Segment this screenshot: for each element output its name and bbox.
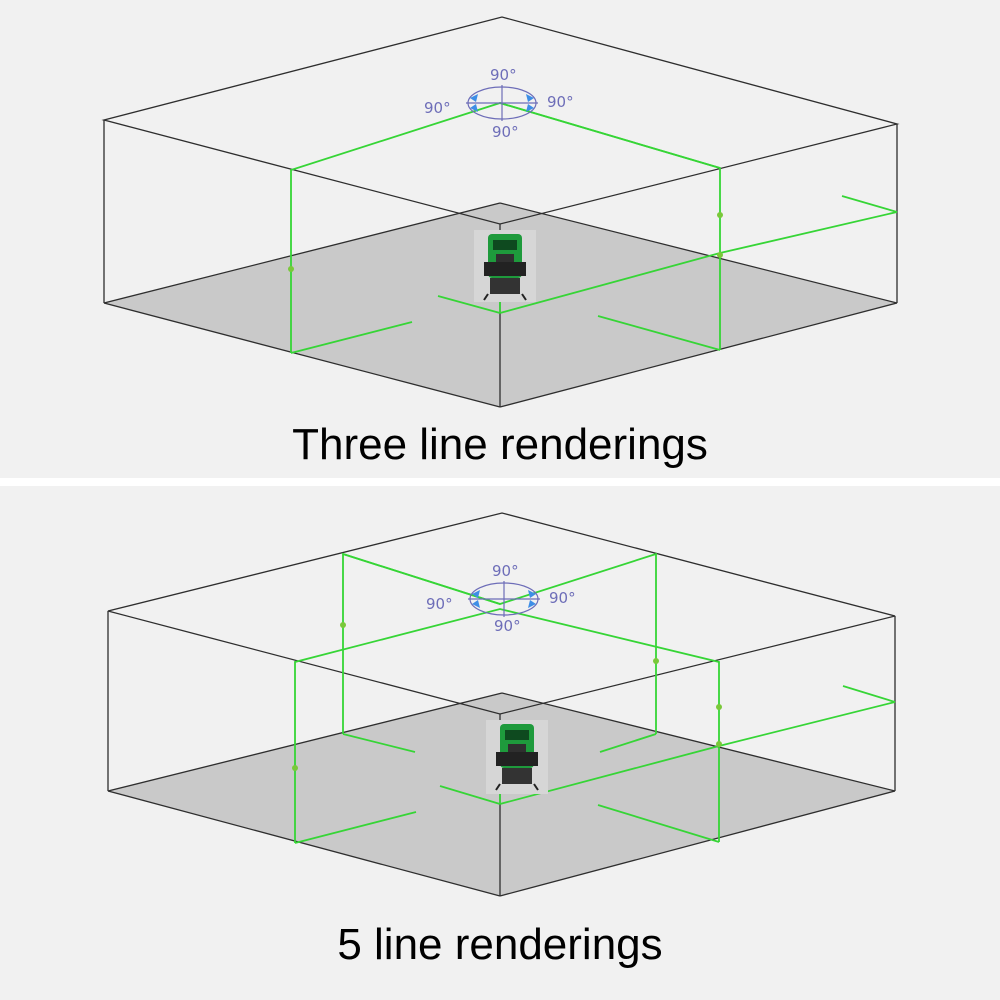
arrow-icon <box>528 600 536 608</box>
laser-dot <box>292 765 298 771</box>
arrow-icon <box>472 600 480 608</box>
angle-label-top: 90° <box>490 66 517 84</box>
angle-indicator: 90° 90° 90° 90° <box>426 562 576 635</box>
angle-label-right: 90° <box>549 589 576 607</box>
laser-level-device <box>486 720 548 794</box>
floor-surface <box>108 693 895 896</box>
laser-level-device <box>474 230 536 302</box>
arrow-icon <box>470 104 478 112</box>
arrow-icon <box>526 94 534 102</box>
angle-label-left: 90° <box>426 595 453 613</box>
laser-dot <box>717 252 723 258</box>
angle-label-left: 90° <box>424 99 451 117</box>
angle-label-right: 90° <box>547 93 574 111</box>
angle-label-bottom: 90° <box>492 123 519 141</box>
arrow-icon <box>526 104 534 112</box>
arrow-icon <box>528 590 536 598</box>
laser-dot <box>653 658 659 664</box>
arrow-icon <box>470 94 478 102</box>
laser-dot <box>340 622 346 628</box>
five-line-diagram: 90° 90° 90° 90° <box>107 512 896 897</box>
laser-dot <box>716 741 722 747</box>
room-box-outline <box>107 512 896 897</box>
angle-label-bottom: 90° <box>494 617 521 635</box>
angle-label-top: 90° <box>492 562 519 580</box>
laser-dot <box>717 212 723 218</box>
arrow-icon <box>472 590 480 598</box>
laser-dot <box>288 266 294 272</box>
five-line-caption: 5 line renderings <box>337 920 663 969</box>
three-line-diagram: 90° 90° 90° 90° <box>101 16 900 408</box>
laser-dot <box>716 704 722 710</box>
laser-lines <box>294 552 896 844</box>
three-line-caption: Three line renderings <box>292 420 708 469</box>
room-box-outline <box>101 16 900 408</box>
angle-indicator: 90° 90° 90° 90° <box>424 66 574 141</box>
